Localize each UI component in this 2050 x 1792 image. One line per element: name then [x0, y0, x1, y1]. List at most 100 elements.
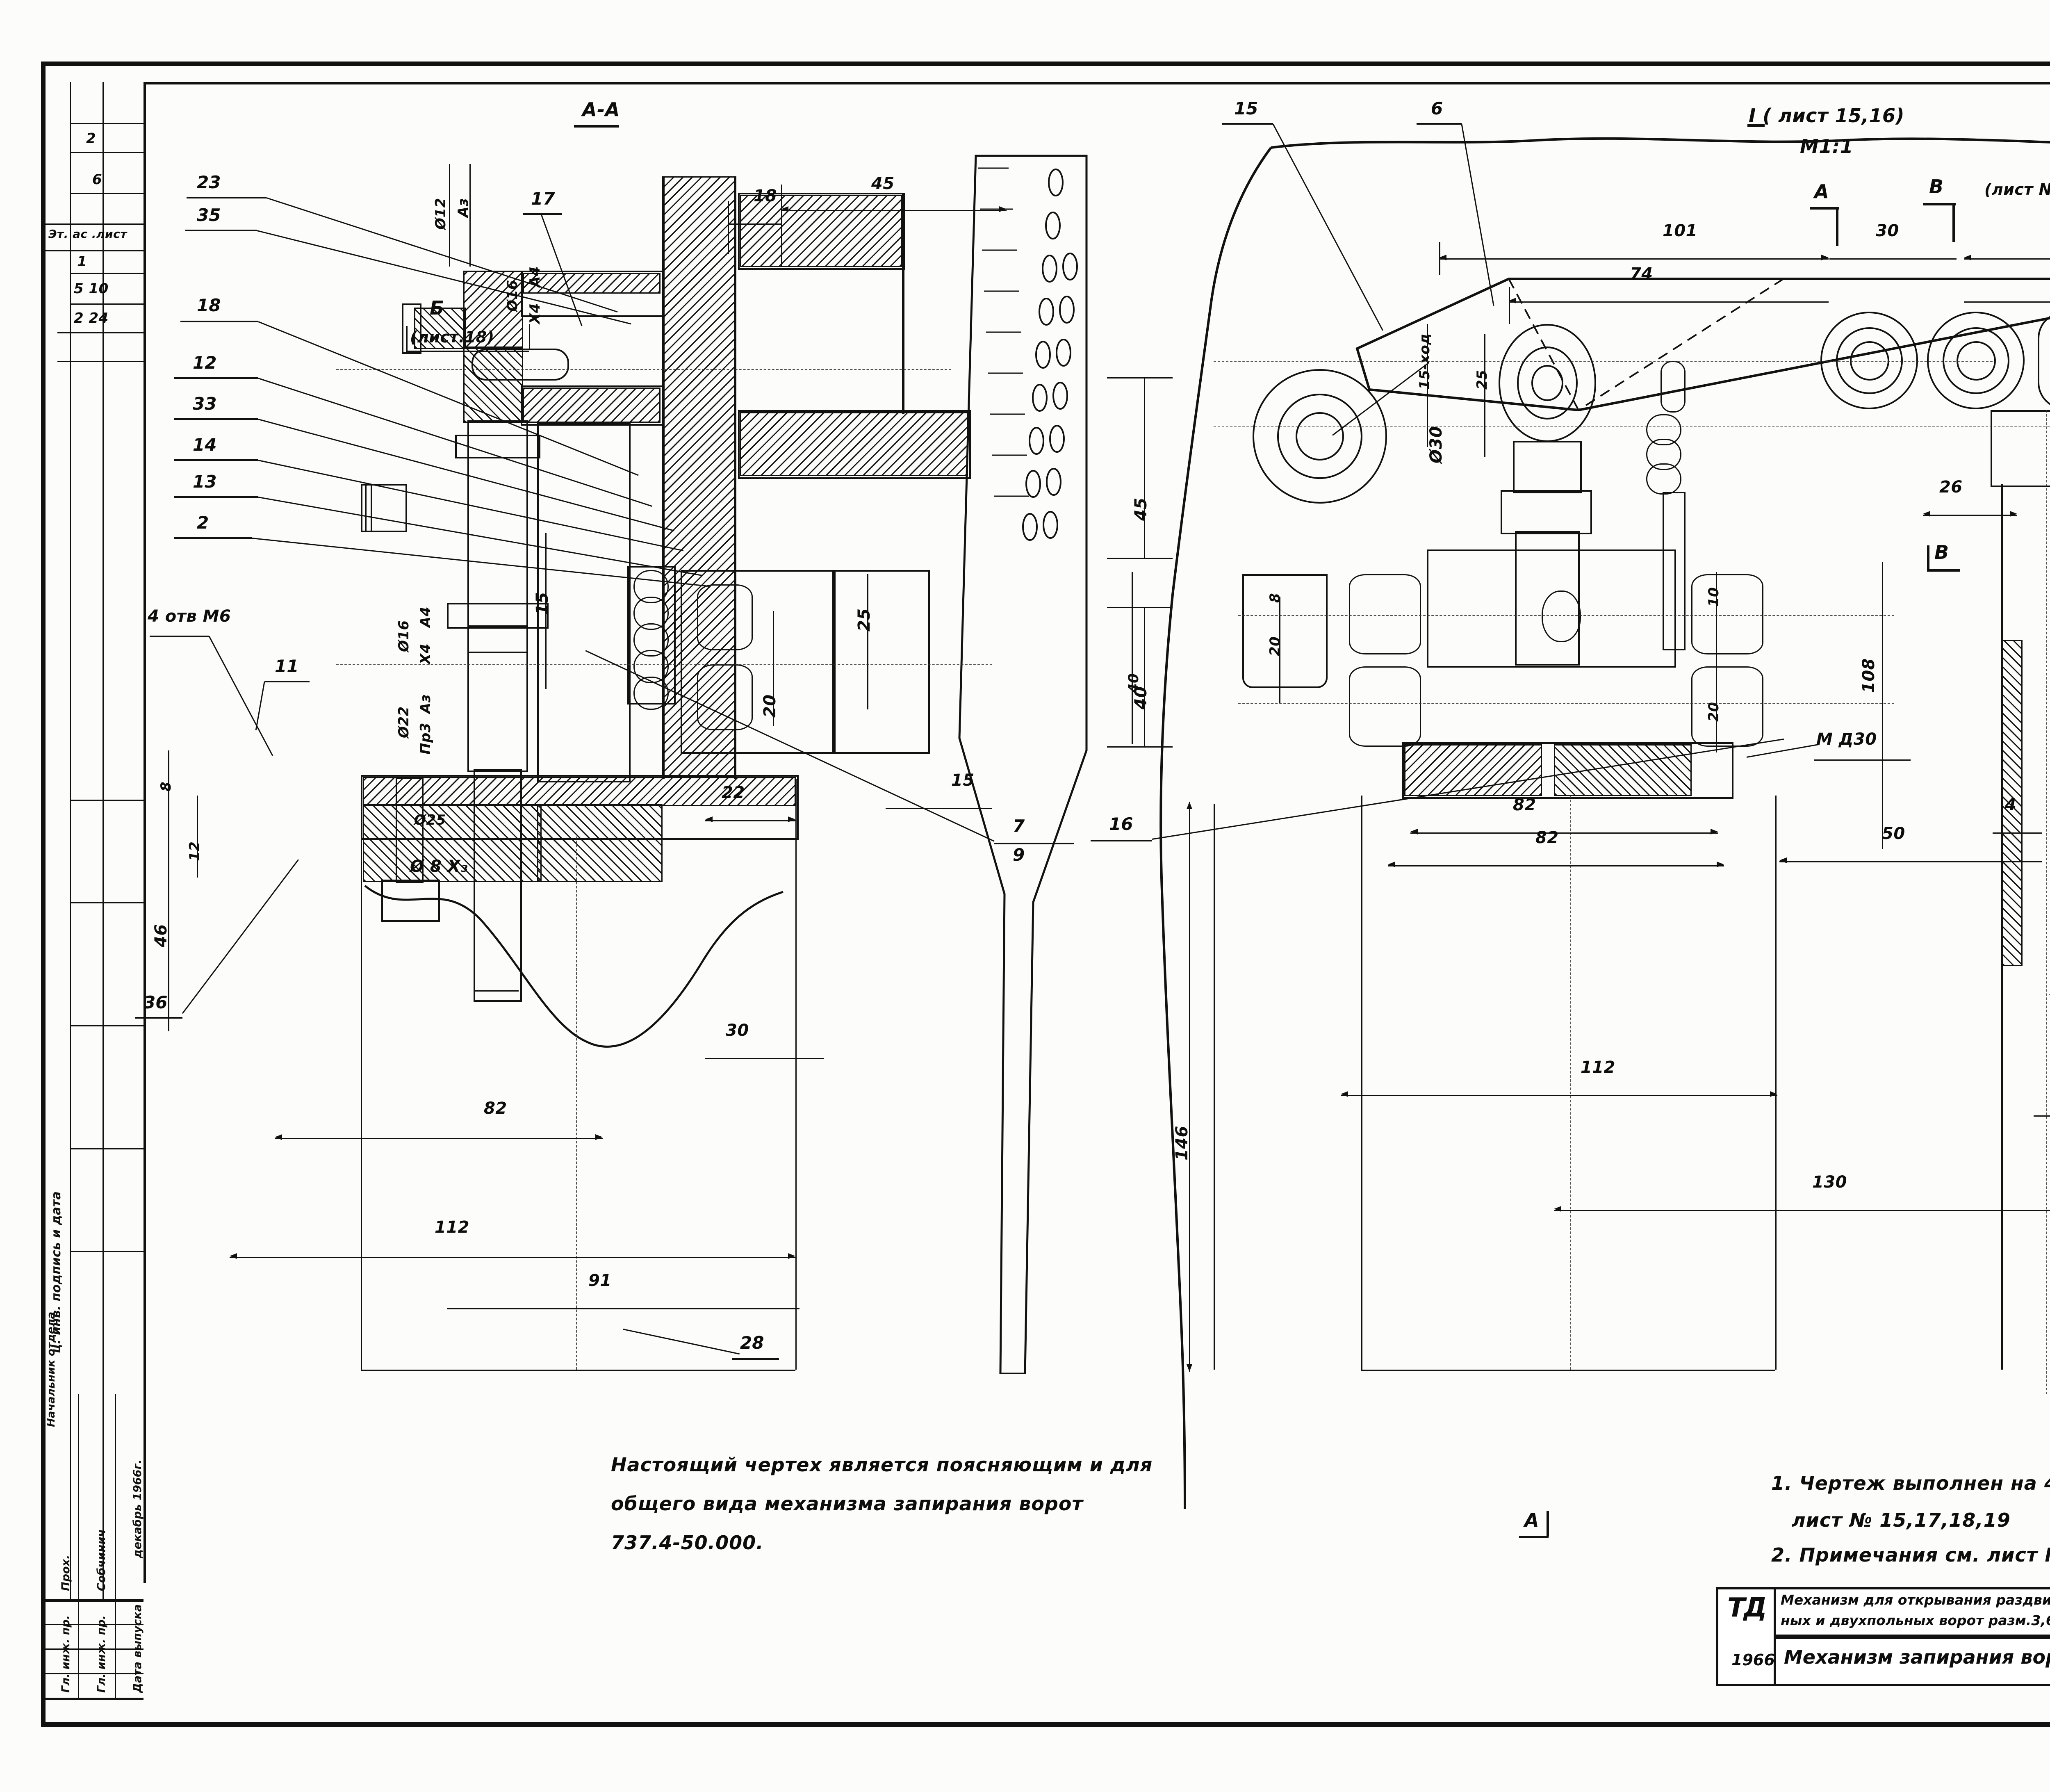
- part-nut: [365, 484, 407, 532]
- sig-role-0: Гл. инж. пр.: [59, 1615, 72, 1693]
- part-shaft-collar-2: [447, 603, 549, 629]
- dim-112r: 112: [1581, 1058, 1615, 1077]
- latch-neck: [1513, 441, 1582, 493]
- stamp-row-1: 6: [92, 171, 102, 188]
- stamp-row-5: 2 24: [74, 310, 109, 326]
- dim-101b-line: [1964, 258, 2050, 260]
- step-piece-top: [738, 193, 905, 270]
- section-mark-a-bot: А: [1524, 1509, 1540, 1531]
- dim-112: 112: [435, 1218, 469, 1237]
- annotation-d12: Ø12: [433, 198, 449, 230]
- dim-18-line: [728, 223, 781, 225]
- sig-grid-col: [78, 1394, 79, 1698]
- dim-45b-line: [1144, 377, 1145, 558]
- dim-45b-ext-t: [1107, 377, 1173, 378]
- member-r-edge-left: [1361, 796, 1362, 1370]
- dim-4r: 4: [2005, 796, 2017, 814]
- centerline-r-top2: [1214, 361, 1993, 362]
- base-plate-hatch-top: [363, 777, 796, 806]
- latch-stem: [1515, 531, 1580, 666]
- dim-46-line: [168, 777, 169, 1031]
- annotation-d25: Ø25: [414, 812, 446, 828]
- latch-spring-coil: [1646, 463, 1681, 495]
- sig-name-0: Прох.: [59, 1555, 72, 1591]
- dim-10r-line: [1716, 572, 1717, 642]
- dim-45b-ext-b: [1107, 558, 1173, 559]
- base-block-hatch-a: [1404, 744, 1542, 796]
- dim-12: 12: [187, 841, 203, 861]
- bar-centerline: [2046, 410, 2047, 1394]
- frame-top: [41, 62, 2050, 66]
- dim-20: 20: [761, 694, 779, 718]
- latch-spring-coil: [1646, 414, 1681, 445]
- dim-30r-line: [1829, 258, 1957, 260]
- tb-line1: Механизм для открывания раздвижных одноп…: [1781, 1592, 2050, 1608]
- step-piece-mid: [738, 410, 971, 479]
- dim-146-line: [1189, 802, 1190, 1372]
- section-mark-b-mid-tick: [1927, 545, 1929, 570]
- stamp-row-3: 1: [77, 253, 87, 270]
- dim-20b: 20: [1706, 702, 1722, 722]
- dim-8r: 8: [1267, 593, 1283, 603]
- dim-26-line: [1923, 515, 2017, 516]
- detail-ref-bracket-r: [529, 324, 530, 349]
- annotation-d16: Ø16: [504, 280, 521, 312]
- dim-108: 108: [1859, 658, 1878, 693]
- dim-15b: 15: [951, 771, 975, 790]
- section-mark-a-bot-tick: [1547, 1511, 1549, 1537]
- dim-22-line: [705, 820, 795, 821]
- base-block-hatch-b: [1554, 744, 1692, 796]
- tb-drawing-name: Механизм запирания ворот 737.3-50.000: [1784, 1646, 2050, 1668]
- member-edge-left: [361, 837, 362, 1370]
- section-mark-a-top-line: [1810, 207, 1839, 210]
- field-left: [144, 82, 146, 1583]
- detail-title-i: I ( лист 15,16): [1749, 105, 1905, 127]
- dim-40-ext-t: [1107, 607, 1173, 608]
- member-r-edge-bottom: [1361, 1370, 1775, 1371]
- centerline-h-top: [336, 369, 951, 370]
- dim-82: 82: [484, 1099, 507, 1118]
- dim-8: 8: [158, 781, 174, 791]
- dim-130-line: [1554, 1210, 2050, 1211]
- roller-1-mid: [1836, 327, 1903, 394]
- dim-20b-line: [1716, 642, 1717, 752]
- annotation-underline: [150, 636, 209, 637]
- member-r-centerline: [1570, 796, 1571, 1370]
- annotation-x4: Х4: [527, 303, 543, 324]
- base-plate-hatch-bot2: [537, 804, 663, 882]
- dim-8-line: [168, 750, 169, 800]
- latch-hole: [1542, 590, 1581, 642]
- step-piece-mid-hatch: [740, 412, 968, 476]
- side-bracket: [1242, 574, 1328, 688]
- hex-nut-right-bottom: [1691, 666, 1763, 747]
- latch-shoulder: [1501, 490, 1592, 534]
- title-block: ТД 1966 Механизм для открывания раздвижн…: [1716, 1587, 2050, 1686]
- stamp-rule: [45, 250, 144, 251]
- section-mark-a-top-tick: [1836, 207, 1838, 246]
- dim-20a: 20: [1267, 636, 1283, 656]
- break-outline-right-view: [1159, 137, 2050, 1509]
- part-bracket-upper: [463, 271, 523, 349]
- dim-15b-line: [886, 808, 992, 809]
- bar-head: [1991, 410, 2050, 487]
- annotation-a4: А4: [527, 266, 543, 287]
- rod-end: [474, 990, 519, 992]
- dim-15a-line: [545, 533, 547, 689]
- part-plate-bottom-hatch: [523, 388, 661, 423]
- stamp-rule: [70, 273, 144, 274]
- dim-45: 45: [871, 174, 895, 193]
- stamp-rule: [70, 1025, 144, 1026]
- dim-18: 18: [754, 187, 777, 205]
- roller-outer-left: [1253, 369, 1387, 504]
- stamp-letters: ТД: [1727, 1593, 1767, 1623]
- break-line-left-view: [364, 885, 784, 1048]
- stamp-rule: [70, 193, 144, 194]
- centerline-h-mid: [336, 664, 992, 665]
- dim-101a-ext: [1439, 242, 1440, 275]
- annotation-d12-lead: [449, 164, 450, 267]
- annotation-a3: Аз: [455, 198, 472, 217]
- hex-nut-left-bottom: [1349, 666, 1421, 747]
- section-mark-b-mid-line: [1927, 569, 1960, 572]
- part-plate-top-hatch: [523, 273, 661, 294]
- dim-12-line: [197, 796, 198, 878]
